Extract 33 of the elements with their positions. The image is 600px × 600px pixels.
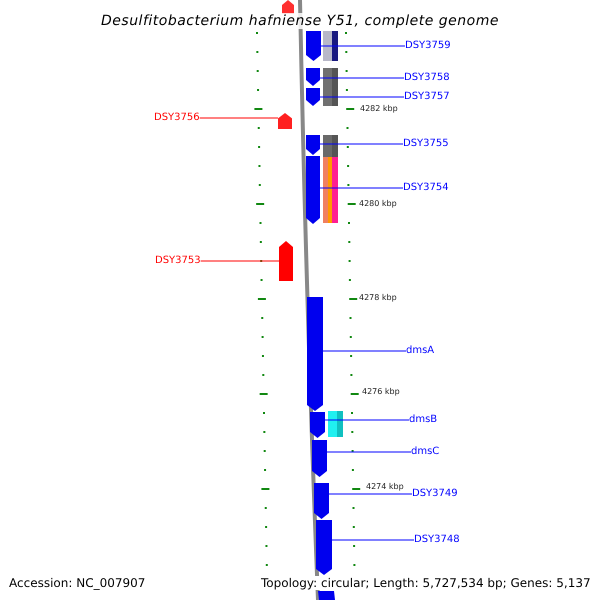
gene-block <box>314 483 329 519</box>
gene-block <box>278 113 292 129</box>
scale-label: 4276 kbp <box>362 387 400 397</box>
gene-label: DSY3749 <box>412 488 458 500</box>
title: Desulfitobacterium hafniense Y51, complete genome <box>101 13 499 29</box>
gene-block <box>310 412 325 438</box>
leader-line <box>200 260 280 262</box>
gene-label: DSY3756 <box>154 112 200 124</box>
gene-label: DSY3757 <box>404 91 450 103</box>
gene-label: DSY3755 <box>403 138 449 150</box>
gene-block <box>316 520 332 575</box>
gene-block <box>306 88 320 106</box>
gene-label: DSY3759 <box>405 40 451 52</box>
scale-label: 4278 kbp <box>359 293 397 303</box>
gene-block <box>306 135 320 155</box>
gene-block <box>306 31 321 61</box>
scale-label: 4282 kbp <box>360 104 398 114</box>
gene-block <box>279 241 293 281</box>
gene-block <box>312 440 327 477</box>
gene-label: dmsC <box>411 446 440 458</box>
gene-label: DSY3758 <box>404 72 450 84</box>
footer-text: Accession: NC_007907 <box>9 576 146 590</box>
gene-label: dmsB <box>409 414 438 426</box>
scale-label: 4280 kbp <box>359 199 397 209</box>
scale-label: 4274 kbp <box>366 482 404 492</box>
gene-label: DSY3754 <box>403 182 449 194</box>
gene-label: DSY3753 <box>155 255 201 267</box>
gene-label: DSY3748 <box>414 534 460 546</box>
leader-line <box>320 96 404 98</box>
gene-block <box>306 68 320 86</box>
leader-line <box>322 350 406 352</box>
footer-text: Topology: circular; Length: 5,727,534 bp; Genes: 5,137 <box>261 576 591 590</box>
gene-label: dmsA <box>406 345 434 357</box>
